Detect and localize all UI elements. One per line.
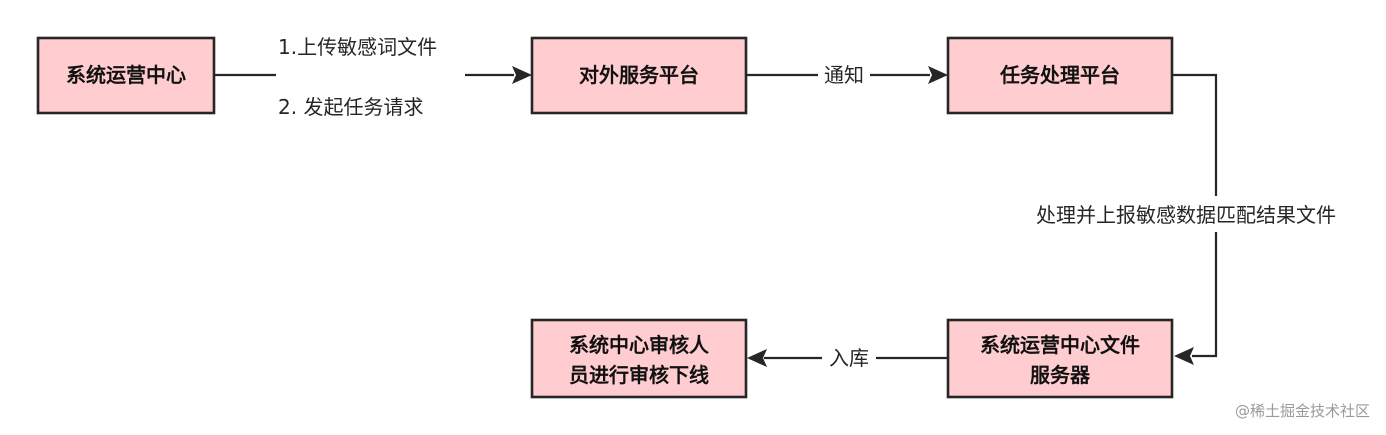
node-external-platform: 对外服务平台 (530, 36, 748, 115)
node-review: 系统中心审核人 员进行审核下线 (530, 318, 748, 399)
watermark-text: @稀土掘金技术社区 (1235, 402, 1370, 420)
node-ops-center: 系统运营中心 (36, 36, 216, 115)
node-box (530, 36, 748, 115)
node-task-platform: 任务处理平台 (946, 36, 1174, 115)
edge-label-store: 入库 (829, 346, 869, 370)
edge-label-upload-file: 1.上传敏感词文件 (278, 35, 437, 59)
edge-label-report-result-file: 处理并上报敏感数据匹配结果文件 (1036, 203, 1336, 227)
arrow-head (928, 66, 948, 84)
edge-label-start-task-request: 2. 发起任务请求 (278, 95, 423, 119)
edge-label-notify: 通知 (824, 63, 864, 87)
node-file-server: 系统运营中心文件 服务器 (946, 318, 1174, 399)
node-label-line-2: 服务器 (1030, 363, 1091, 387)
node-label: 对外服务平台 (579, 63, 699, 87)
node-label-line-1: 系统中心审核人 (569, 333, 710, 357)
edge-ops-to-external (214, 66, 532, 84)
node-box (36, 36, 216, 115)
arrow-head (747, 349, 767, 367)
edge-file-server-to-review (747, 349, 948, 367)
node-box (946, 318, 1174, 399)
arrow-head (512, 66, 532, 84)
node-label-line-1: 系统运营中心文件 (980, 333, 1140, 357)
node-label: 任务处理平台 (999, 63, 1120, 87)
arrow-head (1174, 347, 1194, 365)
edge-task-to-file-server (1172, 73, 1218, 365)
node-box (530, 318, 748, 399)
edge-external-to-task (746, 66, 948, 84)
node-box (946, 36, 1174, 115)
node-label: 系统运营中心 (66, 63, 186, 87)
edge-line (1172, 73, 1218, 358)
node-label-line-2: 员进行审核下线 (569, 363, 709, 387)
